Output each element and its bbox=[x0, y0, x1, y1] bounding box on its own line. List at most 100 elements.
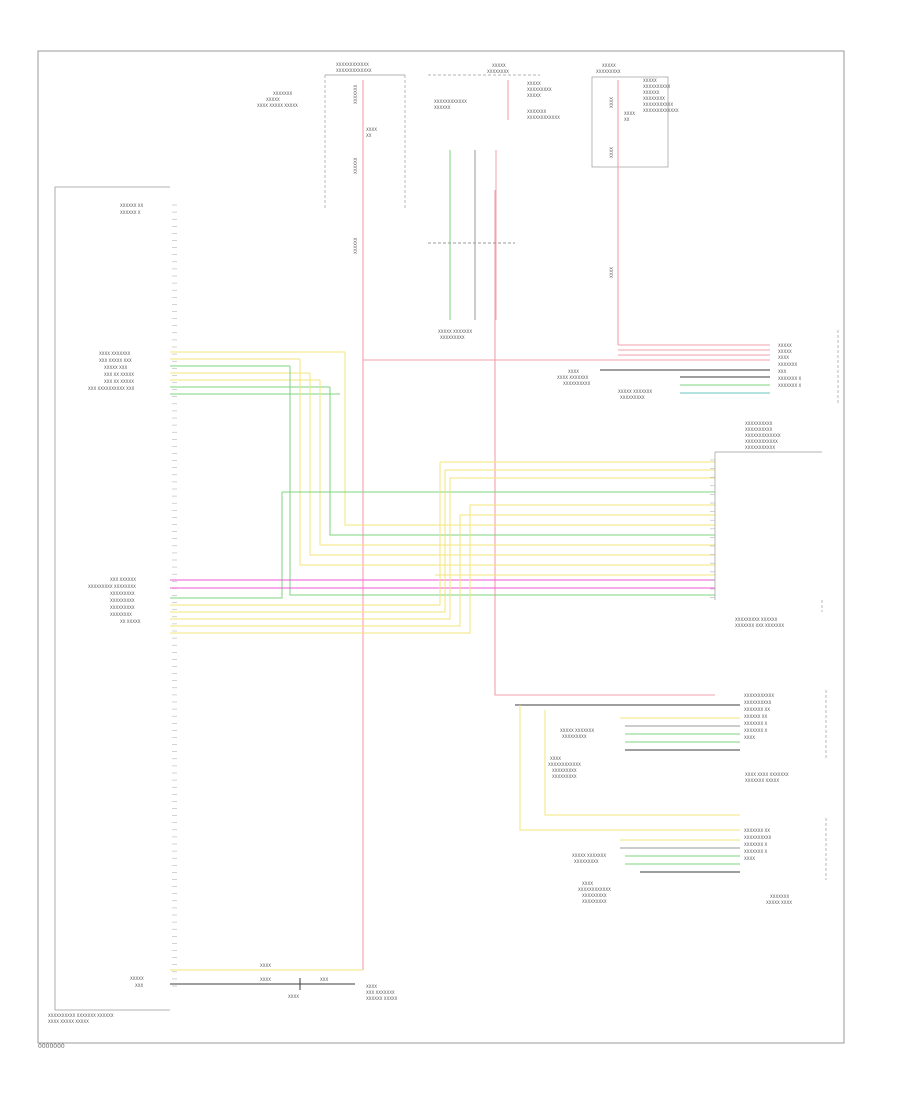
power-feed-labels: XXXXXXX XXXXXX XXXXXX XXXX XXXX XXXX bbox=[353, 85, 614, 278]
svg-text:XXXX: XXXX bbox=[624, 111, 635, 116]
heated-steering-block bbox=[515, 690, 827, 831]
svg-text:XXX: XXX bbox=[320, 977, 328, 982]
svg-text:XXXX: XXXX bbox=[744, 856, 755, 861]
svg-text:XX: XX bbox=[624, 117, 630, 122]
svg-text:XXXXX XXXXXXX: XXXXX XXXXXXX bbox=[438, 329, 472, 334]
svg-text:XXXXXXXXX: XXXXXXXXX bbox=[110, 591, 135, 596]
svg-text:XXXXXX X: XXXXXX X bbox=[120, 210, 141, 215]
svg-text:XXXXXX: XXXXXX bbox=[434, 105, 451, 110]
svg-text:XXXX: XXXX bbox=[609, 147, 614, 158]
svg-text:XXXXXXXXXXXX: XXXXXXXXXXXX bbox=[527, 115, 560, 120]
svg-text:XXXXXXX X: XXXXXXX X bbox=[778, 376, 801, 381]
svg-text:XXXXXXX: XXXXXXX bbox=[770, 894, 789, 899]
seat-module-labels: XXXXXXX XX XXXXXXXXXX XXXXXXX X XXXXXXX … bbox=[572, 828, 792, 905]
svg-text:XXXXXXX X: XXXXXXX X bbox=[744, 842, 767, 847]
svg-text:XXX: XXX bbox=[778, 369, 786, 374]
seat-module-block bbox=[620, 818, 827, 880]
svg-text:XXXXX XXXXXXX: XXXXX XXXXXXX bbox=[618, 389, 652, 394]
svg-text:XXXX: XXXX bbox=[260, 977, 271, 982]
svg-text:XXXX XXXXXXX: XXXX XXXXXXX bbox=[557, 375, 589, 380]
svg-text:XXXXXXX X: XXXXXXX X bbox=[744, 728, 767, 733]
svg-text:XXXXXXXXX: XXXXXXXXX bbox=[552, 774, 577, 779]
svg-text:XXXXXXXXX: XXXXXXXXX bbox=[620, 395, 645, 400]
svg-text:XXXX: XXXX bbox=[609, 267, 614, 278]
fuse-block-middle: XXXXX XXXXXXXX XXXXX XXXXXXXXX XXXXX XXX… bbox=[428, 63, 560, 120]
svg-text:XXX XX XXXXX: XXX XX XXXXX bbox=[104, 379, 134, 384]
svg-text:XXXXX XXXX: XXXXX XXXX bbox=[766, 900, 792, 905]
svg-text:XXXXXXXXXXX: XXXXXXXXXXX bbox=[745, 445, 775, 450]
fuse-block-center: XXXXXXXXXXXX XXXXXXXXXXXXX XXXXXXX XXXXX… bbox=[257, 62, 406, 210]
svg-text:XXXXXXX X: XXXXXXX X bbox=[744, 849, 767, 854]
svg-text:XXXXX: XXXXX bbox=[643, 78, 657, 83]
svg-text:XXXXXXXXXXX: XXXXXXXXXXX bbox=[643, 102, 673, 107]
svg-text:XXXX: XXXX bbox=[260, 963, 271, 968]
svg-text:XXXXX XXX: XXXXX XXX bbox=[104, 365, 127, 370]
ground-labels: XXXX XXXX XXX XXXX XXXX XXX XXXXXXX XXXX… bbox=[260, 963, 398, 1001]
svg-text:XXXXXXXXX: XXXXXXXXX bbox=[110, 605, 135, 610]
svg-text:XXXXX: XXXXX bbox=[778, 349, 792, 354]
svg-text:XXXXXXXXX: XXXXXXXXX bbox=[110, 598, 135, 603]
svg-text:XX XXXXX: XX XXXXX bbox=[120, 619, 141, 624]
pcm-module: XXXXXX XX XXXXXX X XXXX XXXXXXX XXX XXXX… bbox=[48, 186, 177, 1024]
svg-text:XXXX: XXXX bbox=[288, 994, 299, 999]
svg-text:XXXXX: XXXXX bbox=[527, 93, 541, 98]
fuse-block-right: XXXXX XXXXXXXXX XXXXX XXXXXXXXXX XXXXXX … bbox=[591, 63, 679, 168]
svg-text:XXX: XXX bbox=[135, 983, 143, 988]
svg-text:XXXXXXXXXXXX: XXXXXXXXXXXX bbox=[745, 439, 778, 444]
svg-text:XXXXX: XXXXX bbox=[527, 81, 541, 86]
pcm-caption: XXXXXXXXXX XXXXXXX XXXXXX XXXX XXXXX XXX… bbox=[48, 1013, 114, 1024]
svg-text:XXXXXXXXXXX: XXXXXXXXXXX bbox=[744, 693, 774, 698]
svg-text:XXXXXXX: XXXXXXX bbox=[527, 109, 546, 114]
svg-text:XXXXX XXXXXXX: XXXXX XXXXXXX bbox=[572, 853, 606, 858]
svg-text:XXXXXXX: XXXXXXX bbox=[273, 91, 292, 96]
pcm-pin-labels: XXXXXX XX XXXXXX X XXXX XXXXXXX XXX XXXX… bbox=[88, 203, 144, 988]
svg-text:XXXXXXXXX: XXXXXXXXX bbox=[527, 87, 552, 92]
svg-text:XXX XX XXXXX: XXX XX XXXXX bbox=[104, 372, 134, 377]
svg-text:XXXXX: XXXXX bbox=[492, 63, 506, 68]
svg-text:XXXX: XXXX bbox=[778, 355, 789, 360]
svg-text:XXXXXXXX: XXXXXXXX bbox=[487, 69, 509, 74]
svg-text:XXXX: XXXX bbox=[568, 369, 579, 374]
svg-text:XXXXXX XX: XXXXXX XX bbox=[744, 714, 767, 719]
svg-text:XXXXXXX XXX XXXXXXX: XXXXXXX XXX XXXXXXX bbox=[735, 623, 784, 628]
heated-steering-labels: XXXX XXXXXXX X XXXXXXXXX XXXXXXX XX XXXXXX… bbox=[548, 693, 789, 783]
svg-text:XXXX: XXXX bbox=[582, 881, 593, 886]
svg-text:XXXXXXX: XXXXXXX bbox=[353, 85, 358, 104]
svg-text:XXXXX: XXXXX bbox=[266, 97, 280, 102]
svg-text:XXXX XXXXXXX: XXXX XXXXXXX bbox=[99, 351, 131, 356]
svg-text:XXXX: XXXX bbox=[744, 735, 755, 740]
svg-text:XXXXXXXXXX: XXXXXXXXXX bbox=[643, 84, 671, 89]
svg-text:XXX XXXXXXX: XXX XXXXXXX bbox=[366, 990, 395, 995]
svg-text:XXXXXXXXXXXXX: XXXXXXXXXXXXX bbox=[643, 108, 679, 113]
svg-text:XXXXXXX XX: XXXXXXX XX bbox=[744, 707, 770, 712]
svg-text:XXXXX XXXXXXX: XXXXX XXXXXXX bbox=[560, 728, 594, 733]
diagram-frame bbox=[37, 50, 845, 1044]
svg-text:XXX XXXXXXXXXX XXX: XXX XXXXXXXXXX XXX bbox=[88, 386, 135, 391]
svg-text:XXXXXXXXXXXX: XXXXXXXXXXXX bbox=[336, 62, 369, 67]
diagram-code: 0000000 bbox=[38, 1043, 65, 1050]
svg-text:XXXXXXXXX: XXXXXXXXX bbox=[574, 859, 599, 864]
svg-text:XXXXXXXXXXXX: XXXXXXXXXXXX bbox=[578, 887, 611, 892]
svg-text:XXXX XXXX XXXXXXX: XXXX XXXX XXXXXXX bbox=[745, 772, 789, 777]
pcm-pin-numbers bbox=[172, 204, 177, 987]
svg-text:XXXXXXXXXX: XXXXXXXXXX bbox=[745, 421, 773, 426]
svg-text:XXXXXXX XXXXX: XXXXXXX XXXXX bbox=[745, 778, 779, 783]
svg-text:XXXXXX: XXXXXX bbox=[353, 237, 358, 254]
svg-text:XXXXX: XXXXX bbox=[130, 976, 144, 981]
svg-text:XXXXXXXXXXXX: XXXXXXXXXXXX bbox=[434, 99, 467, 104]
svg-text:XXXXXXX X: XXXXXXX X bbox=[778, 383, 801, 388]
svg-text:XXXXXXXXXXXX: XXXXXXXXXXXX bbox=[548, 762, 581, 767]
svg-text:XXXXXXXXX: XXXXXXXXX bbox=[596, 69, 621, 74]
svg-text:XXXXXXX X: XXXXXXX X bbox=[744, 721, 767, 726]
svg-text:XXXXXX: XXXXXX bbox=[643, 90, 660, 95]
svg-text:XXXX XXXXX XXXXX: XXXX XXXXX XXXXX bbox=[257, 103, 298, 108]
svg-text:XXXXXX XXXXX: XXXXXX XXXXX bbox=[366, 996, 398, 1001]
svg-text:XXXXX: XXXXX bbox=[602, 63, 616, 68]
svg-text:XXXXXXXXX XXXXXXXX: XXXXXXXXX XXXXXXXX bbox=[88, 584, 136, 589]
svg-text:XXXXXXXXXXXXX: XXXXXXXXXXXXX bbox=[336, 68, 372, 73]
svg-text:XXXXXXXX: XXXXXXXX bbox=[110, 612, 132, 617]
svg-text:XX: XX bbox=[366, 133, 372, 138]
svg-text:XXXX: XXXX bbox=[366, 984, 377, 989]
right-top-connector: XXXXX XXXXX XXXX XXXXXXX XXX XXXXXXX X X… bbox=[363, 330, 839, 450]
